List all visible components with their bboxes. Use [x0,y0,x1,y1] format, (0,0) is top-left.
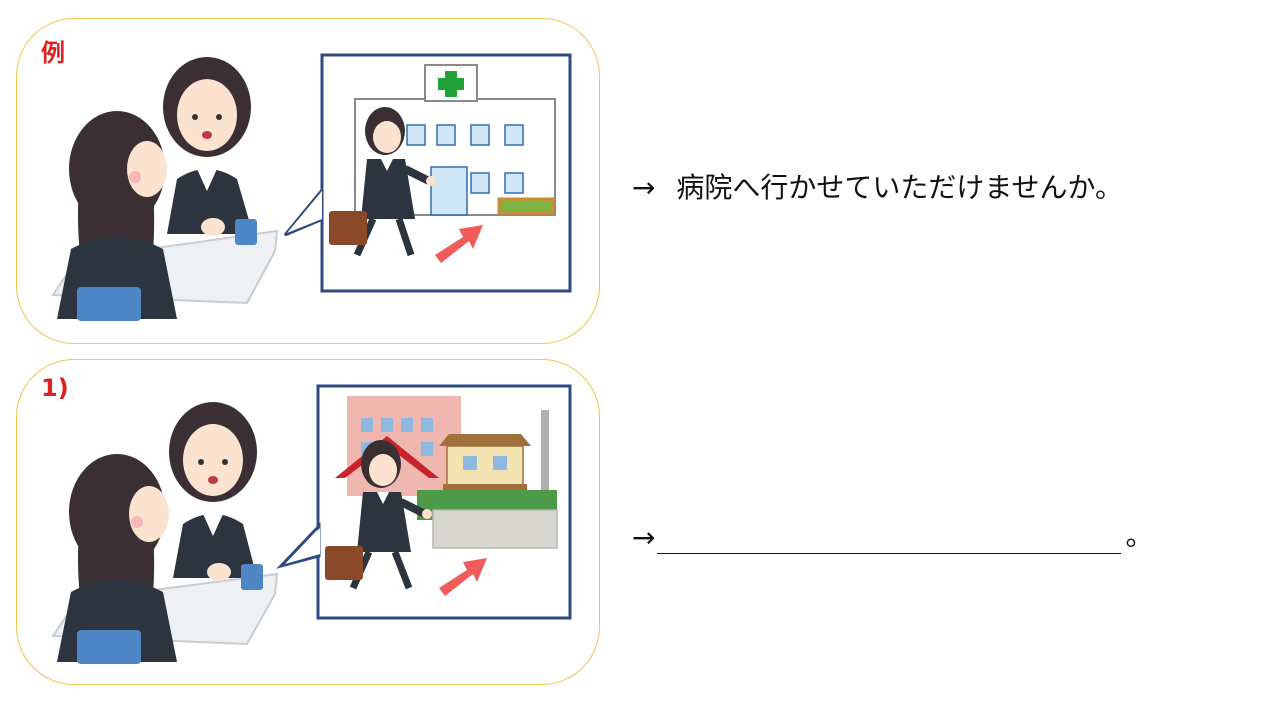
seated-woman-back-icon [57,111,177,321]
example-illustration [51,53,572,321]
walking-woman-icon [329,107,436,257]
answer-blank-line[interactable] [657,521,1122,554]
example-sentence: 病院へ行かせていただけませんか。 [676,171,1123,204]
example-label: 例 [41,39,65,67]
answer-period: 。 [1125,519,1154,552]
walking-woman-icon [325,440,432,590]
answer-arrow: → [632,521,656,554]
speech-bubble [283,53,572,293]
exercise-1-label: 1) [41,374,69,402]
example-panel: 例 [16,18,600,344]
seated-woman-icon [163,57,257,245]
example-answer: → 病院へ行かせていただけませんか。 [632,166,1123,206]
direction-arrow-icon [435,225,483,263]
speech-bubble [276,384,572,620]
exercise-1-illustration [51,384,572,664]
answer-arrow: → [632,171,656,204]
seated-woman-back-icon [57,454,177,664]
direction-arrow-icon [439,558,487,596]
exercise-1-panel: 1) [16,359,600,685]
seated-woman-icon [169,402,263,590]
exercise-1-answer: → 。 [632,514,1153,554]
